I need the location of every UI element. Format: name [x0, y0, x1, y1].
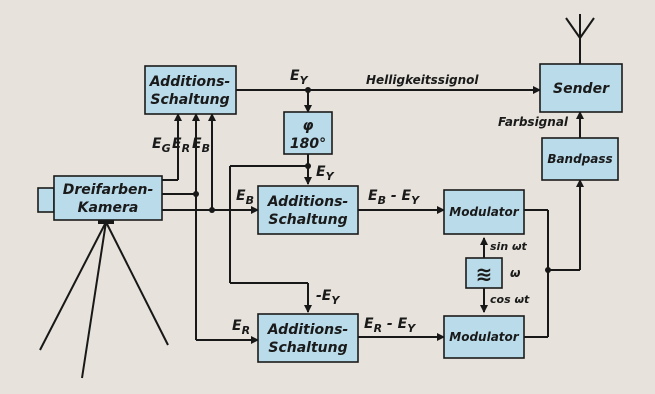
eg-label: EG	[152, 136, 171, 155]
farbsignal-label: Farbsignal	[498, 115, 569, 129]
camera-line1: Dreifarben-	[63, 182, 154, 198]
antenna-icon	[565, 14, 595, 64]
camera-lens-icon	[37, 187, 55, 213]
camera-line2: Kamera	[78, 200, 139, 216]
junction-dots	[193, 87, 551, 273]
phase-shifter-angle: 180°	[290, 136, 326, 152]
addition-mid-line2: Schaltung	[268, 212, 347, 228]
bandpass-label: Bandpass	[547, 152, 612, 166]
neg-ey-label: -EY	[316, 288, 340, 307]
addition-top-line2: Schaltung	[150, 92, 229, 108]
eb-label: EB	[192, 136, 210, 155]
addition-top-block	[144, 65, 237, 115]
eb-minus-ey-label: EB - EY	[368, 188, 420, 207]
sender-block	[539, 63, 623, 113]
bandpass-block	[541, 137, 619, 181]
addition-mid-line1: Additions-	[267, 194, 349, 210]
sender-label: Sender	[553, 81, 610, 97]
eb-input-label: EB	[236, 188, 254, 207]
addition-bottom-line1: Additions-	[267, 322, 349, 338]
addition-mid-block	[257, 185, 359, 235]
tripod-icon	[39, 216, 169, 379]
helligkeitssignal-label: Helligkeitssignol	[366, 73, 479, 87]
er-minus-ey-label: ER - EY	[364, 316, 416, 335]
oscillator-block	[465, 257, 503, 289]
addition-top-line1: Additions-	[149, 74, 231, 90]
ey-top-label: EY	[290, 68, 309, 87]
phase-shifter-block	[283, 111, 333, 155]
addition-bottom-block	[257, 313, 359, 363]
er-label: ER	[172, 136, 190, 155]
phase-shifter-symbol: φ	[303, 118, 314, 134]
camera-block	[53, 175, 163, 221]
modulator-bottom-label: Modulator	[449, 330, 520, 344]
modulator-top-label: Modulator	[449, 205, 520, 219]
modulator-bottom-block	[443, 315, 525, 359]
omega-label: ω	[510, 266, 521, 280]
cos-wt-label: cos ωt	[490, 293, 530, 306]
sin-wt-label: sin ωt	[490, 240, 528, 253]
er-input-label: ER	[232, 318, 250, 337]
oscillator-icon: ≋	[476, 262, 493, 286]
modulator-top-block	[443, 189, 525, 235]
addition-bottom-line2: Schaltung	[268, 340, 347, 356]
ey-after-phase-label: EY	[316, 164, 335, 183]
